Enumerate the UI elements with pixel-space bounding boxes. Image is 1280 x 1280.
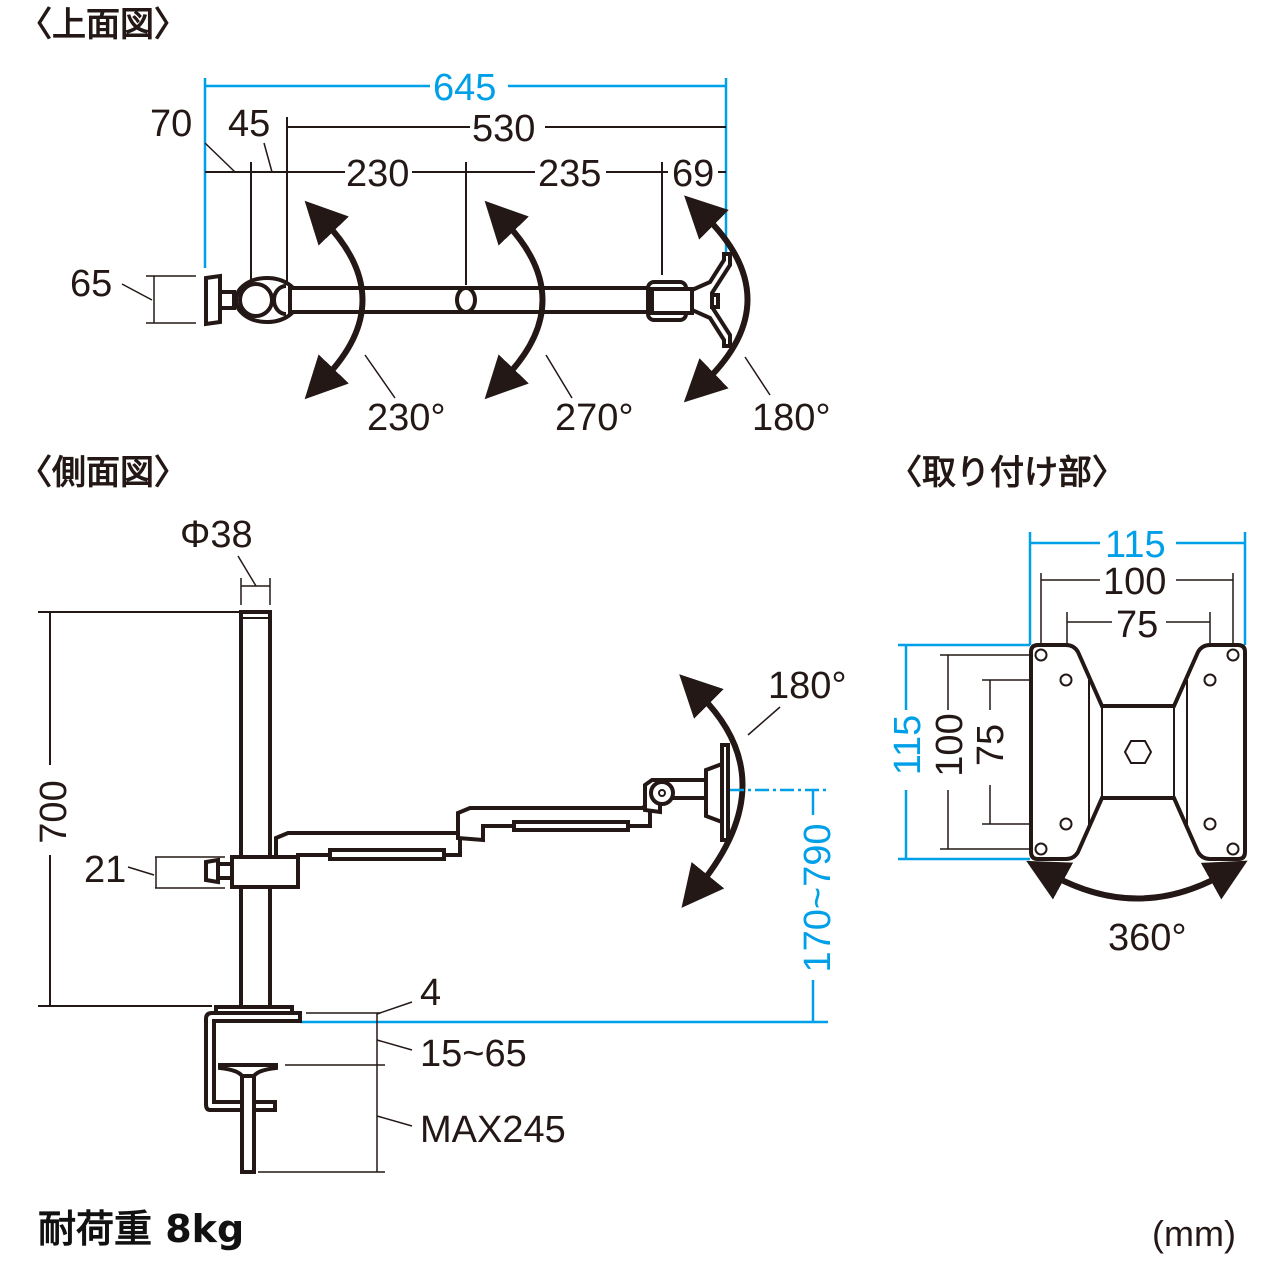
mount-view-title: 〈取り付け部〉 [888, 453, 1126, 493]
holder-height-label: 21 [84, 849, 126, 891]
dimension-645: 645 [203, 67, 728, 268]
pole-diameter-label: Φ38 [180, 514, 253, 556]
mount-height-100-label: 100 [929, 713, 971, 776]
rotation-270-label: 270° [555, 397, 634, 439]
tilt-arc [679, 674, 746, 908]
unit-label: (mm) [1152, 1213, 1236, 1254]
dimension-row: 230 235 69 [205, 153, 726, 285]
clamp-height-label: 65 [70, 263, 112, 305]
total-length-label: 645 [433, 67, 496, 109]
mount-view: 〈取り付け部〉 115 100 75 115 100 75 [887, 453, 1248, 959]
vesa-plate [1029, 643, 1247, 861]
dimension-530: 530 [286, 108, 726, 286]
rotation-230-label: 230° [367, 397, 446, 439]
dim-69-label: 69 [672, 153, 714, 195]
mount-height-75-label: 75 [970, 724, 1012, 766]
dim-230-label: 230 [346, 153, 409, 195]
rotation-arc-360 [1026, 860, 1248, 902]
desk-thickness-label: 15~65 [420, 1033, 527, 1075]
height-range-label: 170~790 [797, 824, 839, 973]
top-view: 〈上面図〉 645 530 70 45 [18, 5, 831, 439]
rotation-360-label: 360° [1108, 917, 1187, 959]
mount-width-total-label: 115 [1105, 524, 1166, 566]
side-view: 〈側面図〉 Φ38 700 21 [18, 453, 847, 1174]
arm-length-label: 530 [472, 108, 535, 150]
desk-clamp [204, 1005, 302, 1174]
plate-thickness-label: 4 [420, 972, 441, 1014]
dim-45-label: 45 [228, 103, 270, 145]
tilt-label: 180° [768, 665, 847, 707]
arm-top-drawing [204, 252, 732, 348]
top-view-title: 〈上面図〉 [18, 5, 188, 45]
rotation-180-top-label: 180° [752, 397, 831, 439]
load-capacity-label: 耐荷重 8kg [38, 1207, 244, 1251]
rotation-arc-180-top: 180° [683, 195, 831, 439]
dim-70-label: 70 [150, 103, 192, 145]
mount-height-total-label: 115 [887, 715, 929, 776]
mount-width-100-label: 100 [1103, 561, 1166, 603]
dimension-65: 65 [70, 263, 196, 324]
dim-235-label: 235 [538, 153, 601, 195]
mount-width-75-label: 75 [1116, 604, 1158, 646]
rotation-arc-230: 230° [304, 200, 446, 439]
arm-side-drawing [274, 743, 730, 861]
pole [239, 610, 272, 1009]
rotation-arc-270: 270° [484, 200, 634, 439]
max-depth-label: MAX245 [420, 1109, 566, 1151]
side-view-title: 〈側面図〉 [18, 453, 188, 493]
pole-height-label: 700 [33, 780, 75, 843]
